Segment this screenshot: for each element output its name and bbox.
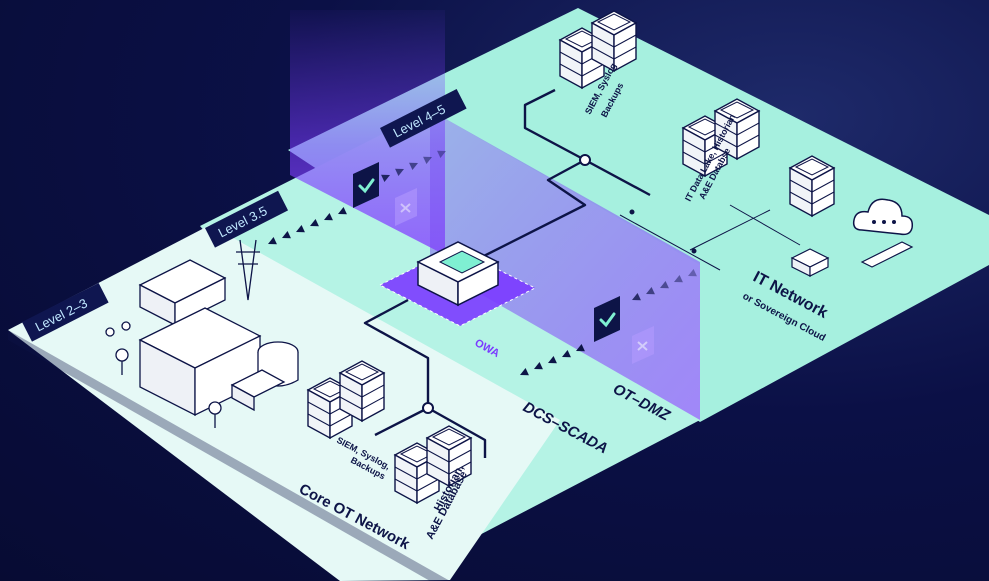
it-switch-node bbox=[579, 154, 591, 166]
industrial-site-icon bbox=[105, 239, 299, 428]
cloud-icon bbox=[852, 198, 914, 236]
it-network-plate bbox=[288, 8, 989, 422]
router-icon bbox=[790, 241, 914, 277]
it-cloud-server bbox=[789, 155, 835, 217]
owa-device bbox=[378, 241, 537, 327]
check-icon bbox=[353, 162, 379, 208]
network-links bbox=[363, 88, 651, 458]
ot-switch-node bbox=[422, 402, 434, 414]
x-icon bbox=[395, 188, 417, 226]
check-icon bbox=[594, 296, 620, 342]
x-icon bbox=[632, 326, 654, 364]
it-routing-lines bbox=[619, 204, 801, 271]
